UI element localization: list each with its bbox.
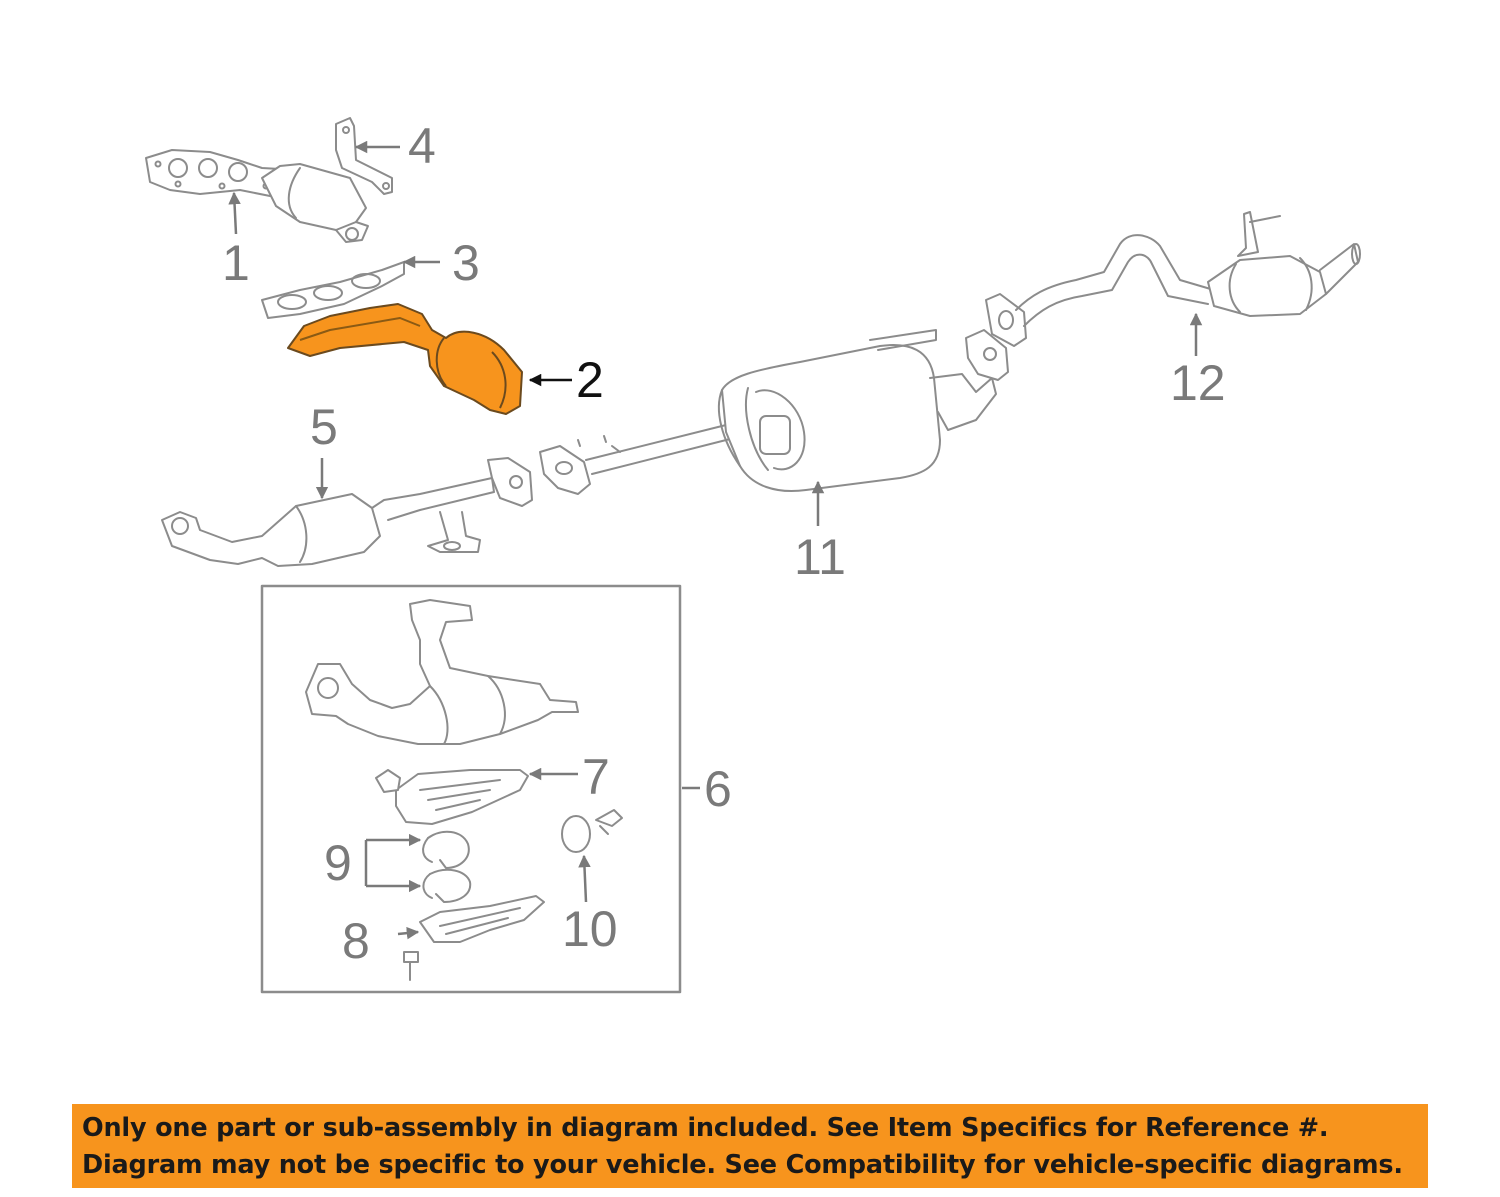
callout-9[interactable]: 9	[324, 835, 352, 891]
center-pipe-muffler-part-11[interactable]	[539, 329, 1009, 495]
callout-1[interactable]: 1	[222, 235, 250, 291]
disclaimer-line-1: Only one part or sub-assembly in diagram…	[82, 1113, 1329, 1143]
callout-7[interactable]: 7	[582, 749, 610, 805]
callout-12[interactable]: 12	[1170, 355, 1226, 411]
callout-3[interactable]: 3	[452, 235, 480, 291]
clamp-part-10[interactable]	[561, 809, 623, 853]
callout-4[interactable]: 4	[408, 118, 436, 174]
callout-6[interactable]: 6	[704, 761, 732, 817]
bracket-part-4[interactable]	[335, 117, 393, 195]
front-pipe-converter-part-5[interactable]	[161, 457, 533, 567]
lower-shield-part-8[interactable]	[403, 895, 545, 981]
gasket-part-3[interactable]	[261, 261, 405, 319]
disclaimer-line-2: Diagram may not be specific to your vehi…	[82, 1150, 1403, 1180]
exhaust-manifold-part-1[interactable]	[145, 149, 369, 243]
heat-shield-part-7[interactable]	[375, 769, 529, 825]
leader-lines	[228, 140, 1203, 940]
disclaimer-banner: Only one part or sub-assembly in diagram…	[72, 1104, 1428, 1188]
catalytic-converter-part-2[interactable]	[287, 303, 523, 415]
tail-pipe-part-12[interactable]	[985, 211, 1361, 347]
kit-converter-assembly[interactable]	[305, 599, 579, 745]
callout-10[interactable]: 10	[562, 901, 618, 957]
clamp-part-9[interactable]	[422, 830, 472, 903]
callout-2[interactable]: 2	[576, 352, 604, 408]
kit-box-part-6	[260, 584, 682, 994]
callout-8[interactable]: 8	[342, 913, 370, 969]
callout-11[interactable]: 11	[794, 529, 846, 585]
callout-5[interactable]: 5	[310, 399, 338, 455]
